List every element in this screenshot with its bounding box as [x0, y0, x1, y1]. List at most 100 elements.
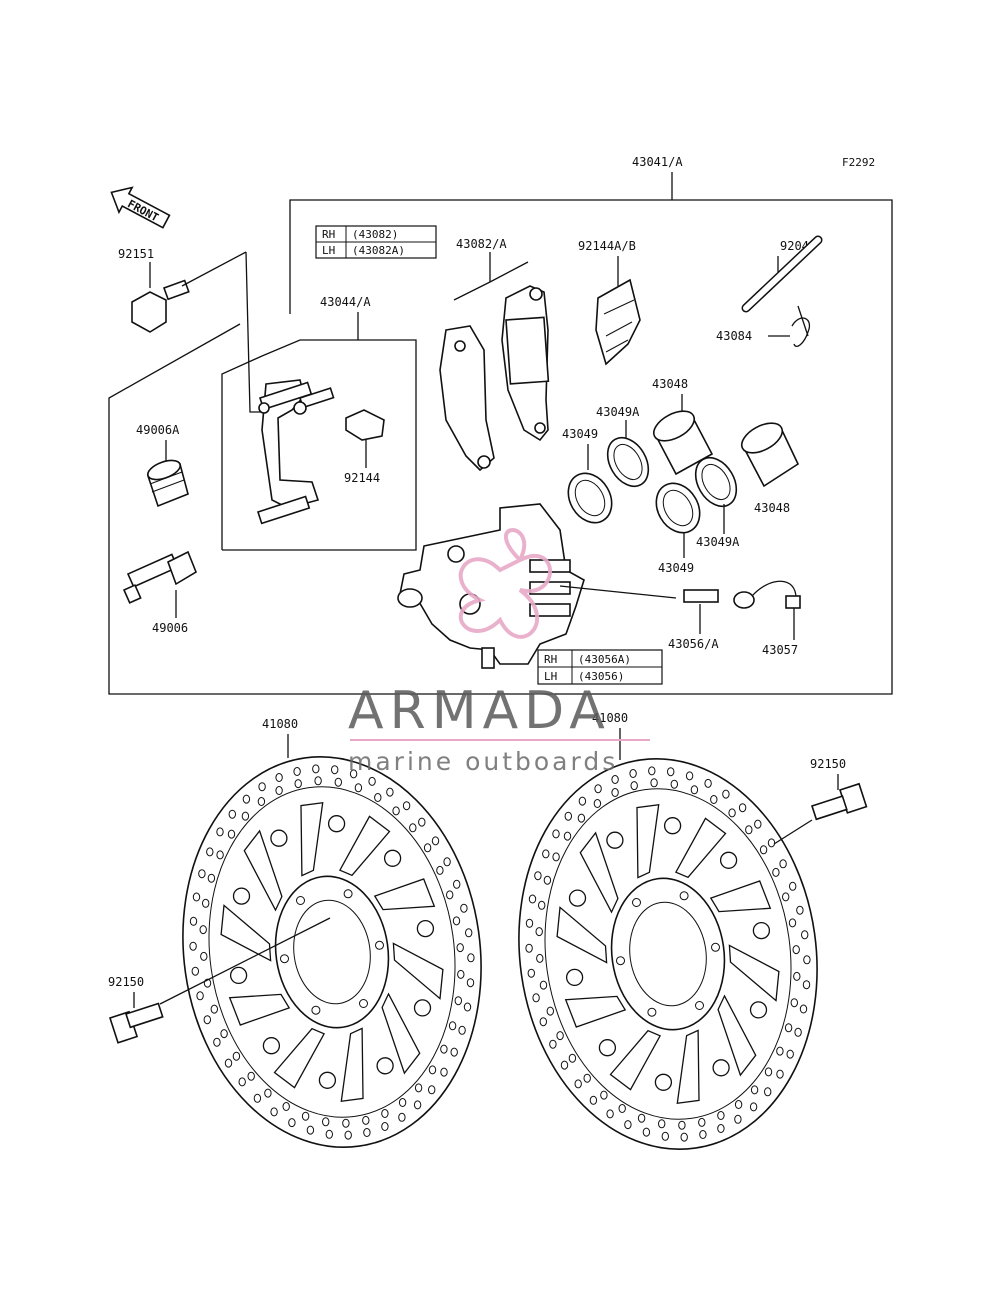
disc-vent [392, 942, 444, 1000]
disc-hole [568, 1053, 577, 1063]
disc-hole [704, 778, 712, 788]
disc-hole [772, 867, 780, 877]
caliper-table-part-1: (43056) [578, 670, 624, 683]
callout-caliper: 43056/A [668, 637, 719, 651]
disc-hole [275, 786, 283, 795]
disc-hole [392, 806, 400, 816]
disc-hole [658, 1119, 666, 1129]
disc-hole [460, 903, 468, 913]
dust-seal-bottom [694, 456, 738, 508]
disc-hole [782, 892, 790, 902]
disc-hole [577, 813, 586, 823]
disc-hole [538, 900, 546, 910]
piston-right [740, 422, 800, 488]
caliper-table-side-0: RH [544, 653, 557, 666]
disc-hole [710, 795, 718, 804]
callout-piston-top: 43048 [652, 377, 688, 391]
disc-hole [466, 978, 475, 988]
disc-hole [527, 968, 536, 978]
disc-hole [446, 890, 454, 900]
disc-hole [698, 1117, 706, 1127]
bleeder-valve [122, 550, 197, 604]
bracket-rubber-92144 [345, 409, 385, 441]
disc-hole [418, 817, 426, 827]
disc-hole [312, 764, 320, 774]
disc-vent [609, 1029, 662, 1091]
disc-hole [789, 881, 797, 891]
disc-hole [428, 1085, 436, 1095]
disc-hole [525, 943, 533, 953]
pad-pin [741, 235, 823, 313]
banjo-fitting [683, 580, 801, 609]
disc-vent [556, 906, 608, 964]
disc-button [719, 851, 738, 869]
disc-button [270, 829, 288, 847]
disc-vent [338, 815, 391, 877]
disc-hole [192, 892, 201, 902]
disc-button [318, 1071, 337, 1089]
disc-hole [552, 829, 560, 839]
disc-hole [790, 998, 799, 1008]
disc-hole [764, 1087, 772, 1097]
disc-hole [465, 928, 473, 938]
disc-hole [717, 1124, 725, 1133]
disc-hole [344, 1130, 352, 1140]
disc-hole [650, 778, 658, 788]
pad-side-table: RH (43082) LH (43082A) [315, 225, 437, 259]
disc-hole [776, 1046, 784, 1056]
disc-hole [196, 991, 204, 1001]
callout-pad-spring: 92144A/B [578, 239, 636, 253]
disc-bolt-left [108, 917, 331, 1044]
brake-disc-left [182, 756, 482, 1148]
disc-vent [676, 1029, 700, 1105]
callout-boot: 49006A [136, 423, 180, 437]
dust-seal-top [606, 436, 650, 488]
disc-hole [680, 1132, 688, 1142]
disc-hole [264, 1088, 272, 1098]
pad-table-part-1: (43082A) [352, 244, 405, 257]
disc-hole [301, 1111, 310, 1121]
disc-hole [532, 993, 540, 1003]
disc-hole [334, 777, 343, 787]
disc-mount-hole [375, 940, 384, 950]
disc-hole [443, 857, 451, 867]
disc-hole [253, 1093, 262, 1103]
callout-dust-seal-top: 43049A [596, 405, 640, 419]
disc-hole [734, 1114, 742, 1124]
callout-dust-seal-bottom: 43049A [696, 535, 740, 549]
disc-hole [556, 1031, 564, 1041]
callout-disc-left: 41080 [262, 717, 298, 731]
disc-hole [386, 787, 394, 797]
callout-pads: 43082/A [456, 237, 507, 251]
disc-hole [583, 1073, 591, 1083]
bolt-92151 [131, 251, 262, 413]
brake-pad-inner [439, 325, 495, 472]
callout-assembly: 43041/A [632, 155, 683, 169]
disc-hole [678, 1120, 686, 1130]
disc-button [565, 968, 584, 987]
disc-vent [564, 995, 627, 1028]
disc-button [654, 1073, 673, 1091]
disc-vent [273, 1027, 326, 1089]
disc-hole [220, 1029, 228, 1039]
disc-button [229, 966, 248, 985]
disc-hole [294, 779, 302, 789]
disc-hole [467, 953, 475, 963]
disc-hole [794, 1027, 802, 1037]
disc-hole [398, 1098, 407, 1107]
disc-hole [232, 1051, 241, 1061]
piston-seal-top [567, 472, 613, 524]
disc-hole [779, 859, 787, 869]
disc-hole [648, 766, 656, 776]
disc-hole [213, 1037, 221, 1047]
disc-hole [593, 799, 602, 808]
disc-hole [552, 852, 560, 862]
disc-mount-hole [280, 954, 289, 964]
disc-vent [709, 880, 772, 913]
caliper-table-part-0: (43056A) [578, 653, 631, 666]
disc-vent [728, 944, 780, 1002]
caliper-side-table: RH (43056A) LH (43056) [537, 649, 663, 685]
disc-hole [728, 808, 736, 818]
callout-bracket-rubber: 92144 [344, 471, 380, 485]
